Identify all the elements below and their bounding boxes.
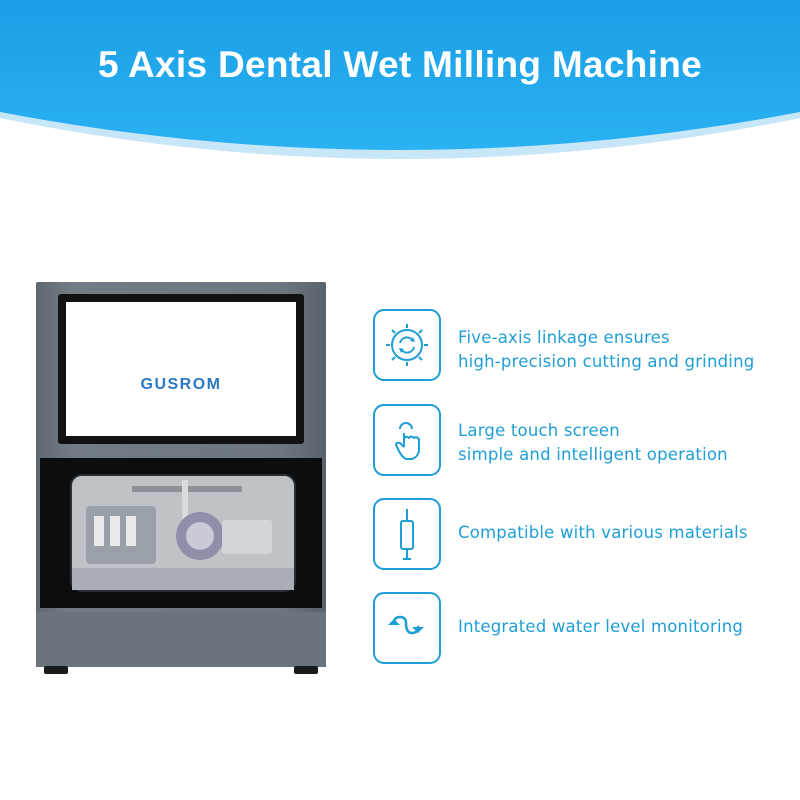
touch-hand-icon <box>372 403 442 477</box>
chamber-window <box>70 474 296 592</box>
header-banner <box>0 0 800 180</box>
feature-text-1-line2: high-precision cutting and grinding <box>458 352 755 371</box>
feature-text-2-line1: Large touch screen <box>458 421 620 440</box>
gear-rotate-icon <box>372 308 442 382</box>
feature-precision: Five-axis linkage ensures high-precision… <box>372 308 792 382</box>
brand-logo: GUSROM <box>140 376 222 393</box>
feature-touch-screen: Large touch screen simple and intelligen… <box>372 403 792 477</box>
machine-screen: GUSROM <box>66 302 296 436</box>
page-title: 5 Axis Dental Wet Milling Machine <box>97 44 703 85</box>
machine-base <box>36 612 326 667</box>
feature-text-1-line1: Five-axis linkage ensures <box>458 328 670 347</box>
feature-text-3-line1: Compatible with various materials <box>458 523 748 542</box>
feature-text-4-line1: Integrated water level monitoring <box>458 617 744 636</box>
machine-foot-right <box>294 666 318 674</box>
material-rod-icon <box>372 497 442 571</box>
feature-materials: Compatible with various materials <box>372 497 792 571</box>
feature-text-2-line2: simple and intelligent operation <box>458 445 728 464</box>
water-wave-icon <box>372 591 442 665</box>
feature-water-monitoring: Integrated water level monitoring <box>372 591 792 665</box>
milling-machine-image: GUSROM <box>36 282 326 674</box>
machine-foot-left <box>44 666 68 674</box>
